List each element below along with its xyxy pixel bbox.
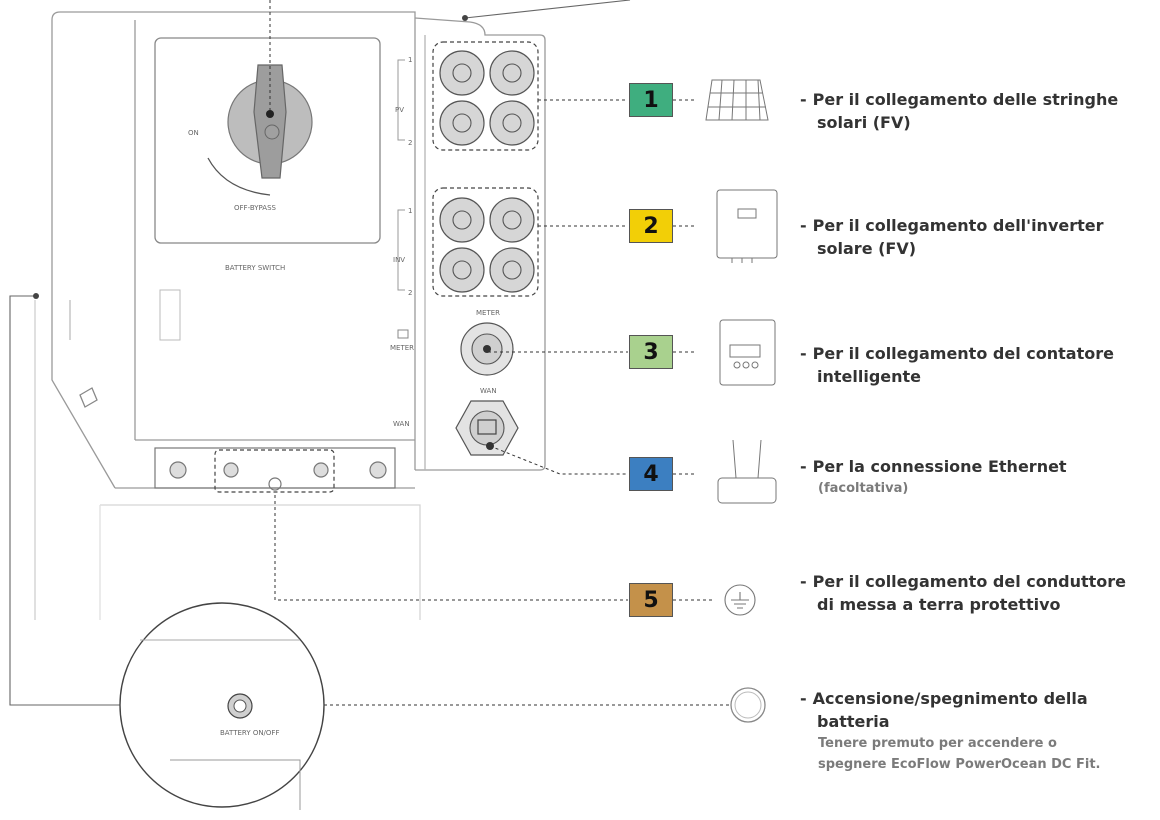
callout-3-line1: Per il collegamento del contatore (812, 344, 1114, 363)
callout-badge-2: 2 (629, 209, 673, 243)
inv-side-label: INV (393, 256, 405, 264)
meter-side-label: METER (390, 344, 414, 352)
callout-4-line1: Per la connessione Ethernet (812, 457, 1067, 476)
inverter-connector[interactable] (439, 197, 535, 293)
battery-cabinet (34, 11, 421, 620)
power-note-line1: Accensione/spegnimento della (812, 689, 1088, 708)
power-button-icon (730, 687, 766, 723)
inv-tick-1: 1 (408, 207, 412, 215)
callout-5-line2: di messa a terra protettivo (817, 595, 1061, 614)
dash: - (800, 344, 807, 363)
callout-badge-3: 3 (629, 335, 673, 369)
dash: - (800, 216, 807, 235)
smart-meter-icon (719, 319, 776, 386)
zoom-button-label: BATTERY ON/OFF (220, 729, 279, 737)
callout-text-1: -Per il collegamento delle stringhe sola… (800, 88, 1118, 134)
callout-2-line1: Per il collegamento dell'inverter (812, 216, 1104, 235)
dash: - (800, 457, 807, 476)
callout-5-line1: Per il collegamento del conduttore (812, 572, 1126, 591)
router-icon (717, 439, 777, 504)
callout-text-5: -Per il collegamento del conduttore di m… (800, 570, 1126, 616)
pv-tick-2: 2 (408, 139, 412, 147)
callout-2-line2: solare (FV) (817, 239, 917, 258)
side-labels (397, 59, 405, 291)
connector-panel (414, 17, 546, 471)
callout-badge-5: 5 (629, 583, 673, 617)
inv-tick-2: 2 (408, 289, 412, 297)
pv-tick-1: 1 (408, 56, 412, 64)
wan-side-label: WAN (393, 420, 410, 428)
solar-panel-icon (705, 79, 769, 121)
dash: - (800, 689, 807, 708)
power-note-sub2: spegnere EcoFlow PowerOcean DC Fit. (818, 757, 1101, 772)
callout-3-line2: intelligente (817, 367, 922, 386)
callout-1-line2: solari (FV) (817, 113, 911, 132)
wan-port-label: WAN (480, 387, 497, 395)
callout-text-4: -Per la connessione Ethernet (facoltativ… (800, 455, 1067, 499)
dash: - (800, 90, 807, 109)
callout-badge-4: 4 (629, 457, 673, 491)
battery-switch-label: BATTERY SWITCH (225, 264, 285, 272)
wan-port[interactable] (455, 400, 519, 456)
switch-on-label: ON (188, 129, 199, 137)
dash: - (800, 572, 807, 591)
callout-text-3: -Per il collegamento del contatore intel… (800, 342, 1114, 388)
ground-plate (154, 447, 396, 493)
callout-4-sub: (facoltativa) (818, 481, 909, 496)
power-note-sub1: Tenere premuto per accendere o (818, 736, 1057, 751)
inverter-icon (716, 189, 778, 263)
power-note-line2: batteria (817, 712, 890, 731)
zoom-detail: BATTERY ON/OFF (119, 602, 325, 810)
power-note: -Accensione/spegnimento della batteria T… (800, 687, 1100, 775)
meter-port[interactable] (460, 322, 514, 376)
switch-off-label: OFF-BYPASS (234, 204, 277, 212)
battery-switch-window: ON OFF-BYPASS BATTERY SWITCH (154, 37, 381, 272)
pv-connector[interactable] (439, 50, 535, 146)
pv-connector-group (432, 41, 539, 151)
meter-port-label: METER (476, 309, 500, 317)
callout-text-2: -Per il collegamento dell'inverter solar… (800, 214, 1104, 260)
pv-side-label: PV (395, 106, 404, 114)
callout-1-line1: Per il collegamento delle stringhe (812, 90, 1119, 109)
ground-icon (724, 584, 756, 616)
callout-badge-1: 1 (629, 83, 673, 117)
inverter-connector-group (432, 187, 539, 297)
leader-lines (240, 0, 730, 706)
